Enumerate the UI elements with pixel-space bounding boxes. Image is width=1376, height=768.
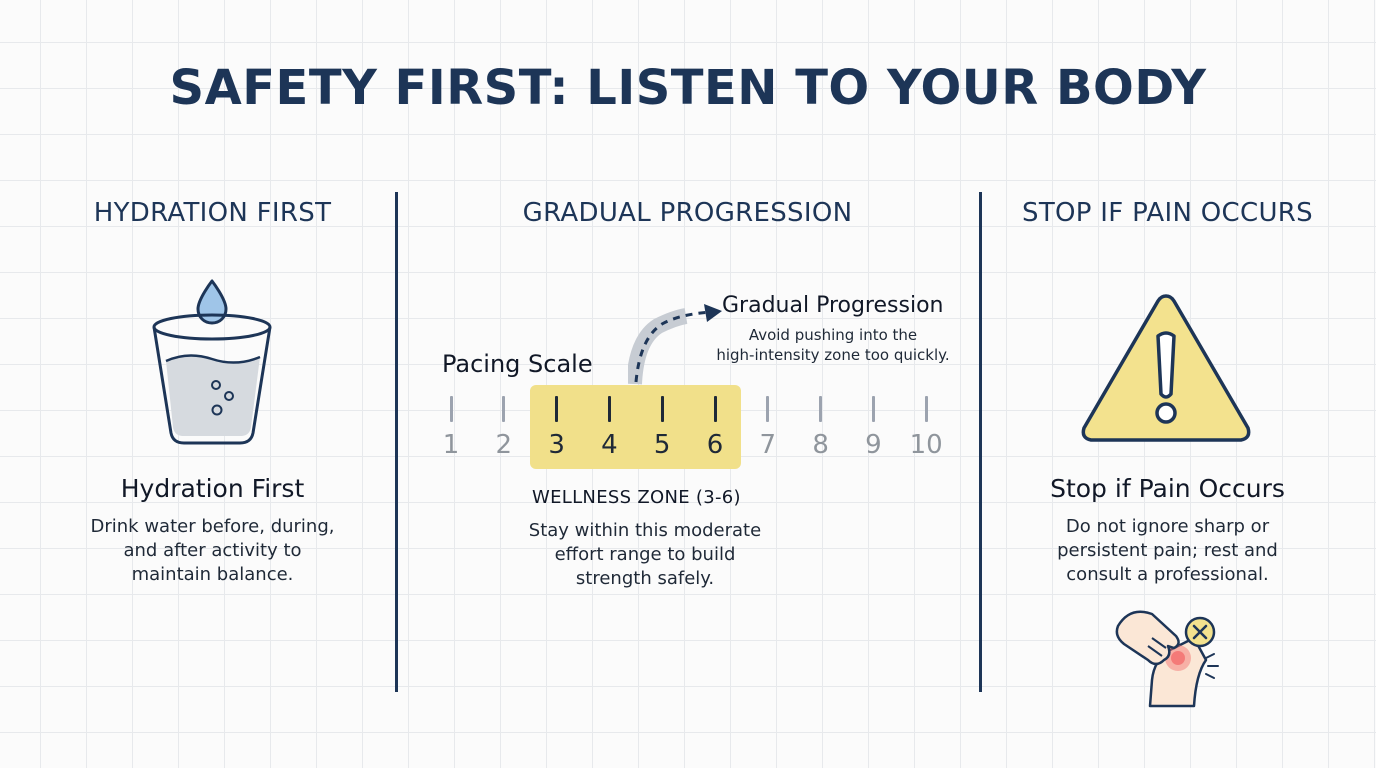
hydration-card-title: Hydration First xyxy=(120,474,305,503)
dashed-arrow-icon xyxy=(628,304,722,385)
progression-header: GRADUAL PROGRESSION xyxy=(522,198,853,228)
page-title: SAFETY FIRST: LISTEN TO YOUR BODY xyxy=(169,60,1207,116)
warning-triangle-icon xyxy=(1081,294,1251,442)
pain-text-line: consult a professional. xyxy=(1066,564,1269,585)
scale-number: 1 xyxy=(442,430,460,460)
column-divider-right xyxy=(979,192,982,692)
pain-text-line: persistent pain; rest and xyxy=(1057,540,1278,561)
zone-text-line: strength safely. xyxy=(575,568,715,589)
scale-tick xyxy=(449,396,453,422)
scale-number: 3 xyxy=(548,430,565,460)
progression-callout-text: Avoid pushing into the high-intensity zo… xyxy=(713,325,953,365)
zone-text-line: Stay within this moderate xyxy=(528,520,762,541)
hydration-header: HYDRATION FIRST xyxy=(93,198,332,228)
hydration-description: Drink water before, during, and after ac… xyxy=(40,515,385,587)
scale-number: 2 xyxy=(495,430,513,460)
pain-header: STOP IF PAIN OCCURS xyxy=(1022,198,1313,228)
wellness-zone-highlight xyxy=(530,385,741,469)
scale-tick xyxy=(660,396,664,422)
scale-number: 10 xyxy=(909,430,943,460)
scale-tick xyxy=(924,396,928,422)
progression-callout-title: Gradual Progression xyxy=(722,293,944,318)
scale-tick xyxy=(871,396,875,422)
scale-number: 6 xyxy=(706,430,724,460)
knee-pain-icon xyxy=(1115,610,1219,708)
pain-text-line: Do not ignore sharp or xyxy=(1065,516,1270,537)
scale-number: 9 xyxy=(865,430,882,460)
scale-number: 5 xyxy=(653,430,671,460)
scale-tick xyxy=(555,396,559,422)
scale-tick xyxy=(607,396,611,422)
water-glass-icon xyxy=(152,279,272,445)
scale-number: 4 xyxy=(601,430,618,460)
hydration-text-line: and after activity to xyxy=(123,540,302,561)
pain-card-title: Stop if Pain Occurs xyxy=(1050,474,1285,503)
zone-text-line: effort range to build xyxy=(554,544,736,565)
callout-text-line: high-intensity zone too quickly. xyxy=(716,346,950,364)
callout-text-line: Avoid pushing into the xyxy=(748,326,918,344)
hydration-text-line: maintain balance. xyxy=(131,564,294,585)
pain-description: Do not ignore sharp or persistent pain; … xyxy=(990,515,1345,587)
scale-tick xyxy=(502,396,506,422)
column-divider-left xyxy=(395,192,398,692)
pacing-scale-label: Pacing Scale xyxy=(442,350,593,378)
wellness-zone-description: Stay within this moderate effort range t… xyxy=(505,519,785,591)
wellness-zone-label: WELLNESS ZONE (3-6) xyxy=(532,487,741,508)
scale-number: 7 xyxy=(759,430,777,460)
scale-tick xyxy=(766,396,770,422)
hydration-text-line: Drink water before, during, xyxy=(90,516,335,537)
scale-tick xyxy=(713,396,717,422)
scale-tick xyxy=(819,396,823,422)
scale-number: 8 xyxy=(812,430,829,460)
